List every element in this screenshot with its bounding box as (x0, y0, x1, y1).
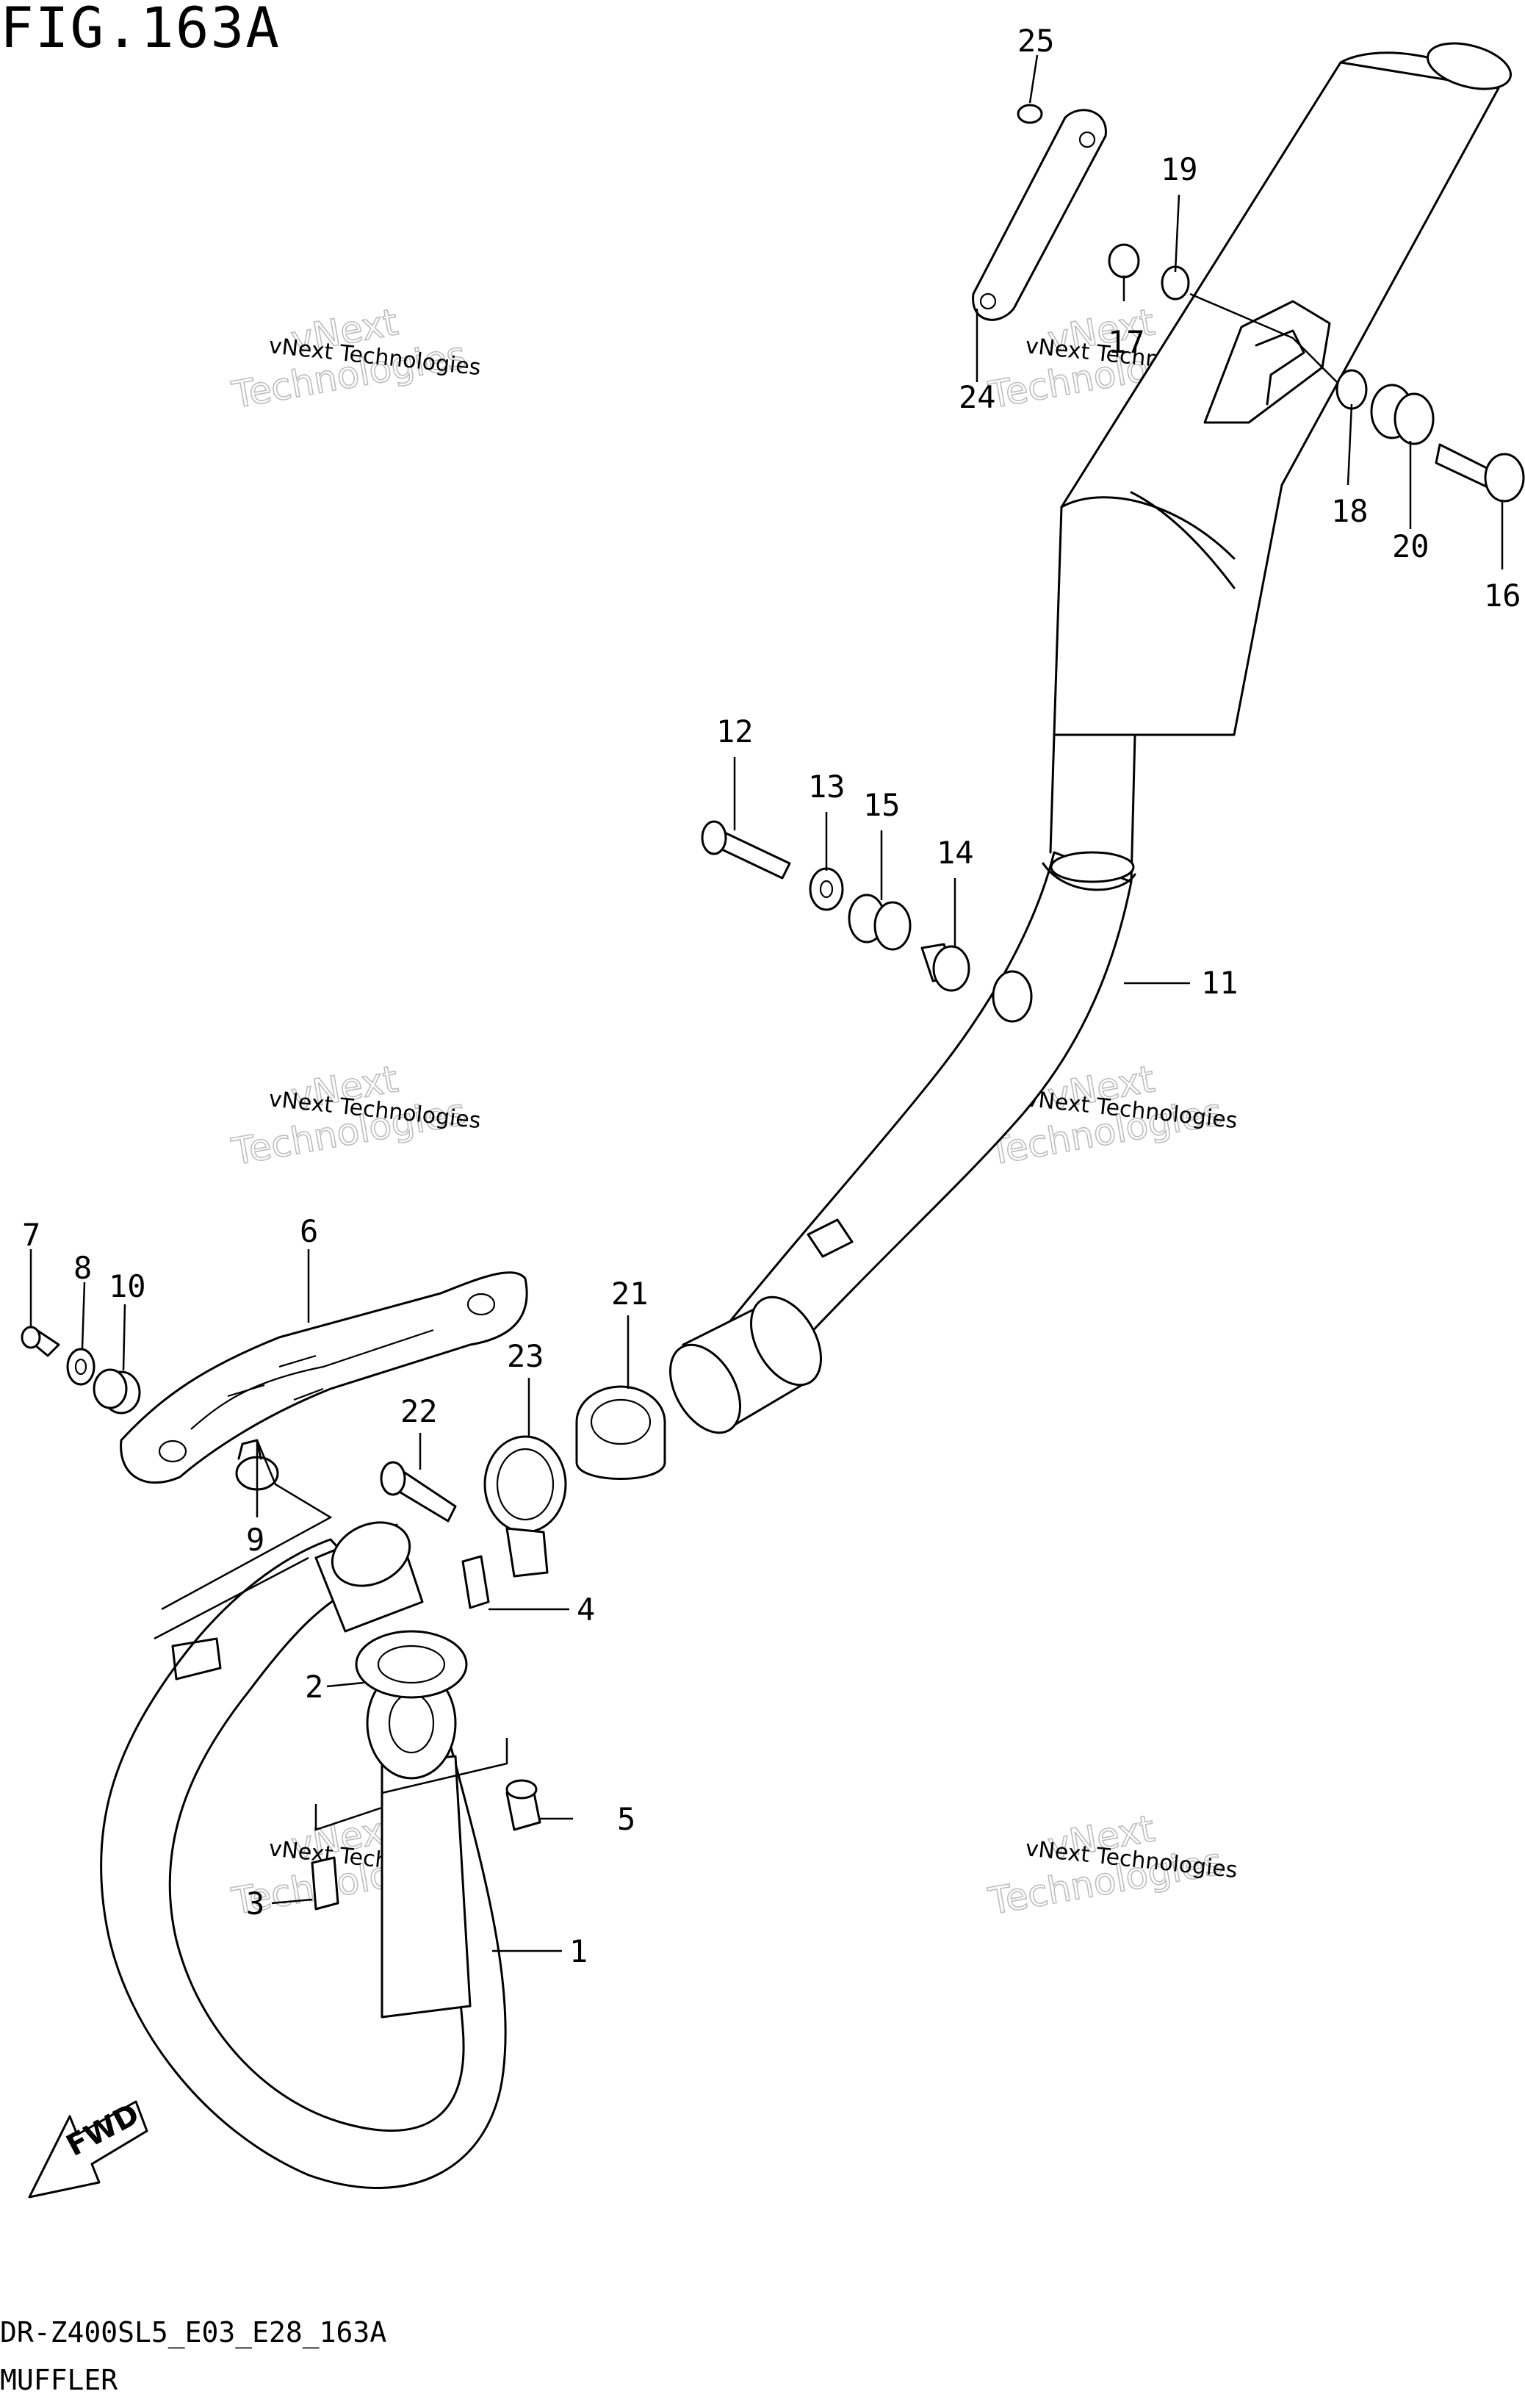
grommet-15 (848, 894, 912, 951)
callout-9: 9 (246, 1522, 264, 1558)
washer-8 (66, 1348, 95, 1386)
clamp-23 (483, 1435, 567, 1578)
callout-19: 19 (1161, 151, 1198, 187)
callout-23: 23 (507, 1338, 544, 1374)
callout-24: 24 (959, 379, 996, 415)
callout-7: 7 (22, 1217, 40, 1253)
callout-21: 21 (611, 1276, 649, 1312)
callout-20: 20 (1392, 528, 1430, 564)
callout-3: 3 (246, 1886, 264, 1922)
mount-bracket (120, 1271, 528, 1484)
figure-title: FIG.163A (0, 0, 281, 60)
muffler-body (669, 42, 1512, 1434)
bolt-16 (1435, 443, 1525, 503)
callout-18: 18 (1331, 493, 1369, 529)
stud-3 (311, 1856, 339, 1911)
screw-25 (1017, 104, 1043, 124)
nut-5 (505, 1779, 541, 1831)
collar-14 (920, 943, 970, 992)
watermark-middle-left: Technologies vNext vNext Technologies (228, 1057, 482, 1174)
callout-25: 25 (1017, 23, 1055, 59)
callout-16: 16 (1484, 578, 1521, 614)
washer-13 (809, 867, 844, 911)
stud-4 (461, 1555, 490, 1609)
watermark-bottom-right: Technologies vNext vNext Technologies (984, 1807, 1239, 1924)
callout-12: 12 (716, 714, 754, 750)
bolt-7 (21, 1326, 60, 1357)
grommet-20 (1370, 384, 1435, 445)
bolt-22 (380, 1461, 457, 1523)
callout-15: 15 (863, 787, 901, 823)
heat-plate-24 (972, 109, 1107, 321)
section-name: MUFFLER (0, 2364, 118, 2396)
callout-14: 14 (937, 835, 974, 871)
callout-22: 22 (400, 1393, 438, 1429)
callout-13: 13 (808, 769, 846, 805)
exhaust-pipe (100, 1521, 507, 2190)
forward-arrow-icon: FWD (28, 2097, 148, 2199)
leader-lines (29, 54, 1504, 1952)
callout-8: 8 (73, 1250, 92, 1286)
callout-2: 2 (305, 1669, 323, 1705)
callout-5: 5 (617, 1801, 635, 1837)
washer-18 (1335, 369, 1368, 410)
model-code: DR-Z400SL5_E03_E28_163A (0, 2316, 387, 2348)
callout-11: 11 (1201, 965, 1239, 1001)
nut-17 (1108, 243, 1140, 278)
spacer-10 (93, 1368, 141, 1415)
bolt-12 (701, 820, 791, 880)
callout-17: 17 (1108, 324, 1145, 360)
watermark-top-left: Technologies vNext vNext Technologies (228, 301, 482, 417)
callout-labels: 25 19 17 24 18 20 16 12 13 15 14 11 6 7 … (22, 23, 1521, 1969)
callout-10: 10 (109, 1268, 146, 1304)
callout-4: 4 (577, 1592, 595, 1628)
gasket-21 (575, 1385, 666, 1480)
callout-6: 6 (300, 1213, 318, 1249)
callout-1: 1 (569, 1933, 588, 1969)
